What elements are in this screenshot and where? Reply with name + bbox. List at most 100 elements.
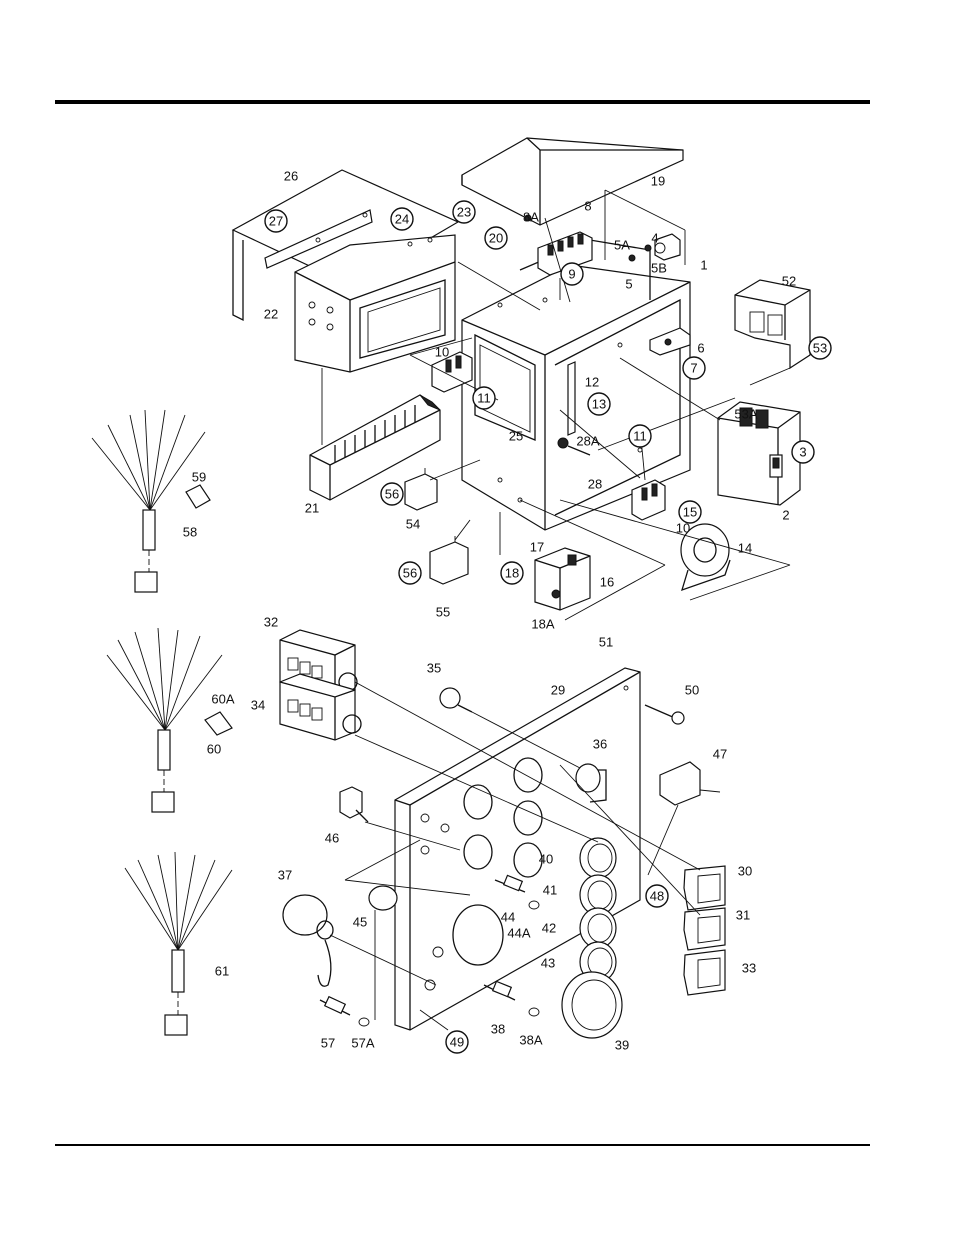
callout-42: 42	[542, 921, 556, 936]
screw-50	[645, 705, 684, 724]
fuse-59	[186, 485, 210, 508]
callout-label: 15	[683, 505, 697, 520]
callout-56b: 56	[399, 562, 421, 584]
callout-34: 34	[251, 698, 265, 713]
callout-label: 5B	[651, 261, 667, 276]
potentiometer-35	[440, 688, 472, 712]
callout-label: 13	[592, 397, 606, 412]
callout-44: 44	[501, 910, 515, 925]
gauge-39	[562, 972, 622, 1038]
callout-2: 2	[782, 508, 789, 523]
callout-61: 61	[215, 964, 229, 979]
callout-25: 25	[509, 429, 523, 444]
callout-40: 40	[539, 852, 553, 867]
callout-label: 21	[305, 501, 319, 516]
callout-label: 6	[697, 341, 704, 356]
callout-label: 48	[650, 889, 664, 904]
callout-label: 3	[799, 445, 806, 460]
callout-label: 31	[736, 908, 750, 923]
callout-label: 4	[651, 231, 658, 246]
callout-19: 19	[651, 174, 665, 189]
callout-label: 19	[651, 174, 665, 189]
callout-33: 33	[742, 961, 756, 976]
callout-4: 4	[651, 231, 658, 246]
callout-label: 24	[395, 212, 409, 227]
callout-label: 57A	[351, 1036, 374, 1051]
callout-53: 53	[809, 337, 831, 359]
callout-label: 39	[615, 1038, 629, 1053]
callout-label: 8A	[523, 210, 539, 225]
callout-label: 25	[509, 429, 523, 444]
callout-6: 6	[697, 341, 704, 356]
callout-label: 45	[353, 915, 367, 930]
callout-label: 9	[568, 267, 575, 282]
callout-53A: 53A	[734, 407, 757, 422]
callout-31: 31	[736, 908, 750, 923]
callout-55: 55	[436, 605, 450, 620]
callout-14: 14	[738, 541, 752, 556]
callout-24: 24	[391, 208, 413, 230]
callout-label: 14	[738, 541, 752, 556]
callout-label: 27	[269, 214, 283, 229]
fuse-60A	[205, 712, 232, 735]
callout-5A: 5A	[614, 238, 630, 253]
callout-label: 43	[541, 956, 555, 971]
callout-label: 56	[403, 566, 417, 581]
callout-59: 59	[192, 470, 206, 485]
callout-label: 12	[585, 375, 599, 390]
callout-52: 52	[782, 274, 796, 289]
callout-17: 17	[530, 540, 544, 555]
wire-harness-61	[125, 852, 232, 1035]
callout-47: 47	[713, 747, 727, 762]
callout-label: 5	[625, 277, 632, 292]
callout-label: 53A	[734, 407, 757, 422]
callout-12: 12	[585, 375, 599, 390]
callout-label: 57	[321, 1036, 335, 1051]
callout-23: 23	[453, 201, 475, 223]
callout-27: 27	[265, 210, 287, 232]
callout-37: 37	[278, 868, 292, 883]
key-switch-37	[283, 895, 333, 986]
callout-label: 54	[406, 517, 420, 532]
callout-50: 50	[685, 683, 699, 698]
lamp-38	[484, 981, 539, 1016]
callout-label: 47	[713, 747, 727, 762]
callout-11b: 11	[629, 425, 651, 447]
bracket-47	[660, 762, 700, 805]
callout-49: 49	[446, 1031, 468, 1053]
callout-60A: 60A	[211, 692, 234, 707]
callout-label: 8	[584, 199, 591, 214]
callout-1: 1	[700, 258, 707, 273]
callout-label: 36	[593, 737, 607, 752]
callout-58: 58	[183, 525, 197, 540]
callout-label: 41	[543, 883, 557, 898]
callout-30: 30	[738, 864, 752, 879]
callout-26: 26	[284, 169, 298, 184]
callout-38A: 38A	[519, 1033, 542, 1048]
callout-label: 44A	[507, 926, 530, 941]
callout-label: 44	[501, 910, 515, 925]
callout-57A: 57A	[351, 1036, 374, 1051]
callout-8: 8	[584, 199, 591, 214]
relay-55	[430, 536, 468, 584]
callout-8A: 8A	[523, 210, 539, 225]
callout-38: 38	[491, 1022, 505, 1037]
callout-label: 11	[633, 429, 647, 444]
callout-43: 43	[541, 956, 555, 971]
callout-label: 37	[278, 868, 292, 883]
callout-label: 40	[539, 852, 553, 867]
callout-32: 32	[264, 615, 278, 630]
meter-30	[684, 866, 725, 910]
callout-label: 46	[325, 831, 339, 846]
callout-18: 18	[501, 562, 523, 584]
callout-label: 29	[551, 683, 565, 698]
callout-label: 33	[742, 961, 756, 976]
callout-15: 15	[679, 501, 701, 523]
callout-46: 46	[325, 831, 339, 846]
callout-label: 60	[207, 742, 221, 757]
callout-label: 20	[489, 231, 503, 246]
callout-label: 23	[457, 205, 471, 220]
callout-label: 11	[477, 391, 491, 406]
callout-label: 52	[782, 274, 796, 289]
callout-36: 36	[593, 737, 607, 752]
